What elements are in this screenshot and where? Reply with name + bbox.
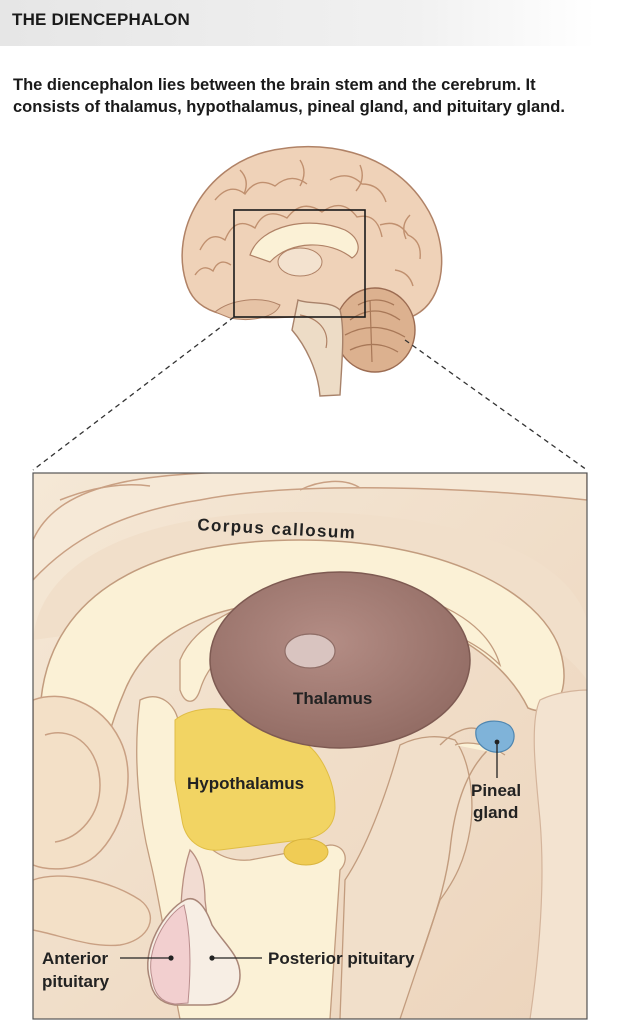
intro-line-1: The diencephalon lies between the brain … [13, 76, 536, 94]
zoomed-panel [33, 473, 587, 1019]
brain-stem [291, 299, 344, 397]
zoomed-panel-frame [32, 472, 588, 1020]
intro-paragraph: The diencephalon lies between the brain … [13, 74, 618, 118]
hypothalamus [174, 708, 336, 851]
title-bar: THE DIENCEPHALON [0, 0, 596, 46]
zoom-line-left [32, 316, 235, 471]
cerebellum [334, 287, 416, 373]
interthalamic-adhesion [284, 633, 336, 669]
small-corpus-callosum [249, 222, 359, 263]
page-title: THE DIENCEPHALON [12, 10, 190, 29]
zoom-line-right [404, 339, 588, 471]
pineal-gland-label-line-1: Pineal [471, 781, 521, 800]
anterior-pituitary [150, 904, 191, 1005]
intro-line-2: consists of thalamus, hypothalamus, pine… [13, 98, 565, 116]
pineal-gland [475, 720, 515, 753]
pineal-gland-pointer-dot [494, 739, 500, 745]
gyri-lines [194, 159, 421, 287]
small-thalamus [277, 247, 323, 277]
anterior-pituitary-label-line-1: Anterior [42, 949, 109, 968]
zoom-box [233, 209, 366, 318]
anterior-pituitary-label-line-2: pituitary [42, 972, 110, 991]
mammillary-body [283, 838, 329, 866]
thalamus-label: Thalamus [293, 689, 372, 708]
whole-brain-illustration [181, 145, 443, 397]
thalamus [209, 571, 471, 749]
posterior-pituitary-label: Posterior pituitary [268, 949, 415, 968]
hypothalamus-label: Hypothalamus [187, 774, 304, 793]
pineal-gland-label-line-2: gland [473, 803, 518, 822]
